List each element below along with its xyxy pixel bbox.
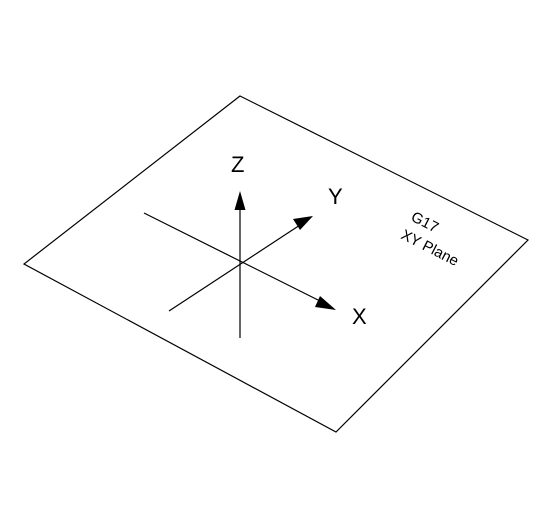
y-axis-label: Y [328,184,343,209]
z-axis-arrowhead [234,191,246,210]
y-axis-line [168,224,301,312]
x-axis-label: X [352,304,367,329]
y-axis-arrowhead [293,216,313,230]
z-axis-label: Z [231,152,244,177]
x-axis-line [143,212,323,303]
plane-outline [22,95,530,433]
x-axis-arrowhead [315,296,336,310]
